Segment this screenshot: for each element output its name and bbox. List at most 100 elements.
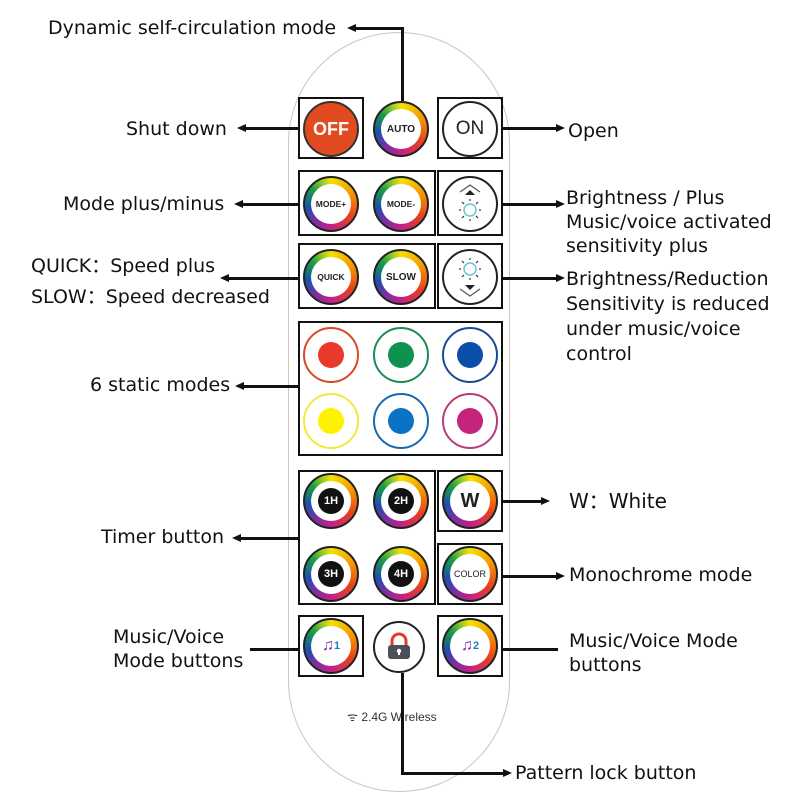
label-line: Sensitivity is reduced — [566, 293, 770, 315]
connector — [243, 385, 298, 388]
arrow-right-icon — [556, 572, 565, 580]
static-color-green-button[interactable] — [373, 327, 429, 383]
connector — [250, 648, 298, 651]
timer-3h-label: 3H — [318, 561, 344, 587]
arrow-right-icon — [541, 497, 550, 505]
white-button[interactable]: W — [442, 473, 498, 529]
label-line: Music/Voice Mode — [569, 630, 738, 652]
label-white: W：White — [569, 489, 667, 513]
mode-minus-label: MODE- — [381, 184, 421, 224]
label-line: sensitivity plus — [566, 235, 709, 257]
arrow-right-icon — [556, 200, 565, 208]
brightness-up-button[interactable] — [442, 176, 498, 232]
label-line: under music/voice — [566, 318, 741, 340]
label-on: Open — [568, 120, 619, 142]
bright-up-box — [437, 170, 503, 236]
timer-1h-button[interactable]: 1H — [303, 473, 359, 529]
static-box — [298, 321, 503, 456]
label-music2: Music/Voice Mode buttons — [569, 629, 738, 677]
on-button[interactable]: ON — [442, 101, 498, 157]
mode-box — [298, 170, 436, 236]
label-static: 6 static modes — [90, 374, 231, 396]
label-mode: Mode plus/minus — [63, 193, 225, 215]
quick-button[interactable]: QUICK — [303, 249, 359, 305]
color-dot — [318, 342, 344, 368]
label-auto: Dynamic self-circulation mode — [48, 17, 337, 39]
label-line: Music/Voice — [113, 626, 225, 648]
arrow-left-icon — [220, 274, 229, 282]
wifi-icon: ᯤ — [347, 710, 358, 724]
label-music1: Music/Voice Mode buttons — [113, 625, 243, 673]
arrow-left-icon — [237, 124, 246, 132]
label-color: Monochrome mode — [569, 564, 753, 586]
timer-2h-label: 2H — [388, 488, 414, 514]
brightness-up-icon — [459, 184, 481, 221]
color-dot — [388, 408, 414, 434]
connector — [401, 772, 505, 775]
static-color-blue-button[interactable] — [442, 327, 498, 383]
connector — [401, 673, 404, 773]
arrow-left-icon — [347, 24, 356, 32]
brightness-down-button[interactable] — [442, 249, 498, 305]
off-box — [298, 97, 364, 159]
slow-label: SLOW — [381, 257, 421, 297]
quick-label: QUICK — [311, 257, 351, 297]
timer-4h-label: 4H — [388, 561, 414, 587]
color-label: COLOR — [450, 554, 490, 594]
connector — [245, 127, 298, 130]
label-quick: QUICK：Speed plus — [31, 255, 216, 277]
mode-minus-button[interactable]: MODE- — [373, 176, 429, 232]
static-color-yellow-button[interactable] — [303, 393, 359, 449]
label-line: Music/voice activated — [566, 211, 772, 233]
connector — [503, 500, 543, 503]
music2-number: 2 — [472, 640, 480, 652]
arrow-right-icon — [556, 124, 565, 132]
auto-label: AUTO — [381, 109, 421, 149]
label-line: Mode buttons — [113, 650, 244, 672]
slow-button[interactable]: SLOW — [373, 249, 429, 305]
connector — [355, 27, 403, 30]
connector — [503, 203, 558, 206]
color-dot — [388, 342, 414, 368]
label-line: Brightness / Plus — [566, 187, 725, 209]
off-button[interactable]: OFF — [303, 101, 359, 157]
timer-4h-button[interactable]: 4H — [373, 546, 429, 602]
music-note-2-icon: ♫2 — [450, 626, 490, 666]
lock-icon — [388, 632, 410, 659]
timer-box — [298, 470, 436, 605]
connector — [240, 537, 298, 540]
label-lock: Pattern lock button — [515, 762, 697, 784]
timer-3h-button[interactable]: 3H — [303, 546, 359, 602]
label-line: Brightness/Reduction — [566, 268, 769, 290]
static-color-red-button[interactable] — [303, 327, 359, 383]
timer-2h-button[interactable]: 2H — [373, 473, 429, 529]
static-color-magenta-button[interactable] — [442, 393, 498, 449]
music2-button[interactable]: ♫2 — [442, 618, 498, 674]
label-brightness-up: Brightness / Plus Music/voice activated … — [566, 186, 772, 258]
arrow-right-icon — [503, 769, 512, 777]
color-button[interactable]: COLOR — [442, 546, 498, 602]
white-label: W — [450, 481, 490, 521]
color-dot — [457, 342, 483, 368]
connector — [503, 648, 558, 651]
mode-plus-button[interactable]: MODE+ — [303, 176, 359, 232]
timer-1h-label: 1H — [318, 488, 344, 514]
auto-button[interactable]: AUTO — [373, 101, 429, 157]
lock-button[interactable] — [373, 621, 425, 673]
mode-plus-label: MODE+ — [311, 184, 351, 224]
white-box — [437, 470, 503, 532]
color-dot — [457, 408, 483, 434]
arrow-right-icon — [556, 274, 565, 282]
color-dot — [318, 408, 344, 434]
music1-button[interactable]: ♫1 — [303, 618, 359, 674]
static-color-sky-blue-button[interactable] — [373, 393, 429, 449]
music1-box — [298, 615, 364, 677]
wireless-footer: ᯤ 2.4G Wireless — [347, 708, 437, 725]
label-off: Shut down — [126, 118, 227, 140]
connector — [242, 203, 298, 206]
connector — [228, 277, 298, 280]
arrow-left-icon — [234, 200, 243, 208]
arrow-left-icon — [232, 534, 241, 542]
label-slow: SLOW：Speed decreased — [31, 286, 270, 308]
color-box — [437, 543, 503, 605]
